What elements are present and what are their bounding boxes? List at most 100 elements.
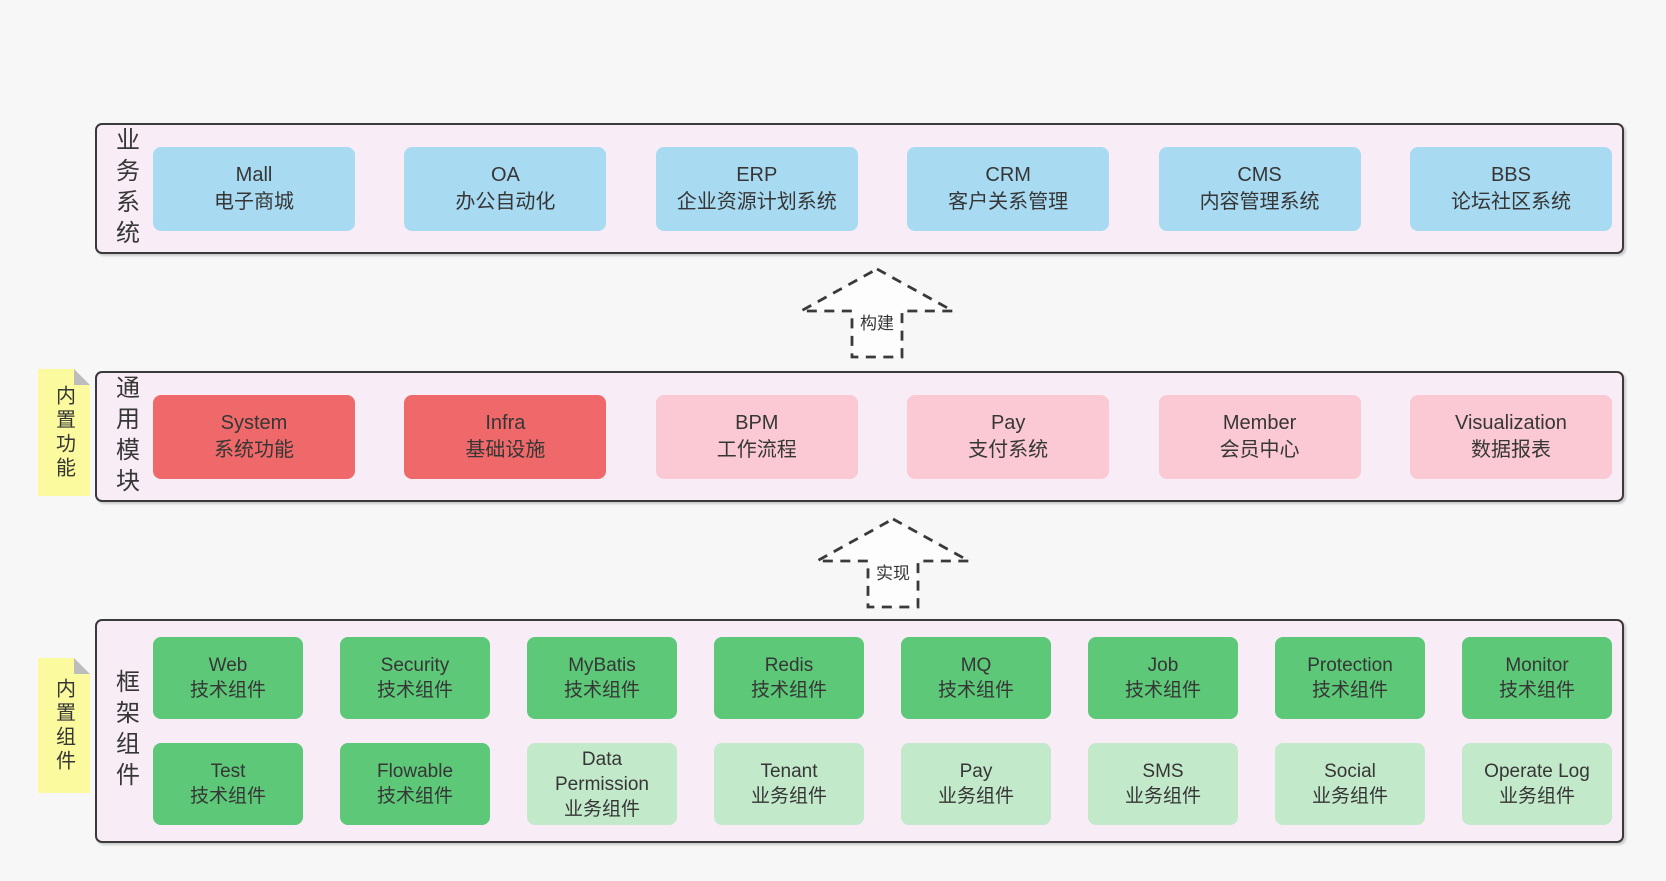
up-arrow-shape [800, 267, 954, 359]
arrow-label: 构建 [860, 314, 894, 333]
band-label-wrap: 通用模块 [97, 373, 153, 500]
box-label-en: ERP [736, 163, 778, 186]
band-label-wrap: 业务系统 [97, 125, 153, 252]
box-label-zh: 技术组件 [376, 786, 453, 807]
box-label-en: Visualization [1454, 411, 1567, 434]
box-label-zh: 业务组件 [750, 786, 827, 807]
band-rows: Web 技术组件 Security 技术组件 MyBatis 技术组件 Redi… [153, 621, 1622, 841]
box-operate-log: Operate Log 业务组件 [1462, 743, 1612, 825]
box-label-en: CRM [985, 163, 1031, 186]
box-label-en: Operate Log [1484, 761, 1590, 782]
box-label-zh: 工作流程 [716, 438, 797, 461]
box-bbs: BBS 论坛社区系统 [1409, 146, 1612, 231]
box-visualization: Visualization 数据报表 [1409, 394, 1612, 479]
box-label-zh: 技术组件 [1124, 680, 1201, 701]
box-label-en: Infra [485, 411, 526, 434]
arrow-implement: 实现 [811, 516, 975, 610]
box-pay: Pay 支付系统 [907, 394, 1110, 479]
box-label-zh: 业务组件 [1124, 786, 1201, 807]
framework-row-2: Test 技术组件 Flowable 技术组件 Data Permission … [153, 743, 1612, 825]
box-label-en: MQ [960, 655, 992, 676]
box-cms: CMS 内容管理系统 [1158, 146, 1361, 231]
box-label-zh: 论坛社区系统 [1450, 190, 1571, 213]
box-label-zh: 技术组件 [189, 680, 266, 701]
box-label-zh: 技术组件 [189, 786, 266, 807]
box-label-zh: 业务组件 [1498, 786, 1575, 807]
box-label-zh: 电子商城 [214, 190, 294, 213]
up-arrow-graphic: 构建 [800, 267, 954, 359]
box-social: Social 业务组件 [1275, 743, 1425, 825]
box-label-en: Data Permission [555, 748, 649, 795]
band-label: 业务系统 [111, 126, 139, 251]
box-label-zh: 内容管理系统 [1199, 190, 1320, 213]
band-business-systems: 业务系统 Mall 电子商城 OA 办公自动化 ERP 企业资源计划系统 CRM… [95, 123, 1624, 254]
box-label-en: OA [490, 163, 520, 186]
box-data-permission: Data Permission 业务组件 [527, 743, 677, 825]
box-label-zh: 基础设施 [465, 438, 546, 461]
box-label-en: Security [380, 655, 450, 676]
box-bpm: BPM 工作流程 [655, 394, 858, 479]
box-label-en: Monitor [1505, 655, 1569, 676]
box-tenant: Tenant 业务组件 [714, 743, 864, 825]
box-system: System 系统功能 [153, 394, 355, 479]
sticky-label: 内置功能 [52, 384, 75, 481]
box-label-en: Pay [959, 761, 993, 782]
box-pay-component: Pay 业务组件 [901, 743, 1051, 825]
box-label-zh: 技术组件 [563, 680, 640, 701]
band-framework-components: 框架组件 Web 技术组件 Security 技术组件 MyBatis 技术组件… [95, 619, 1624, 843]
box-label-zh: 业务组件 [937, 786, 1014, 807]
box-label-en: Web [208, 655, 248, 676]
box-security: Security 技术组件 [340, 637, 490, 719]
band-label: 框架组件 [111, 669, 139, 793]
box-label-zh: 技术组件 [1498, 680, 1575, 701]
box-mq: MQ 技术组件 [901, 637, 1051, 719]
band-label-wrap: 框架组件 [97, 621, 153, 841]
box-label-en: Pay [990, 411, 1026, 434]
box-label-en: Mall [235, 163, 273, 186]
box-protection: Protection 技术组件 [1275, 637, 1425, 719]
box-label-en: CMS [1237, 163, 1282, 186]
box-label-en: Social [1324, 761, 1376, 782]
box-mall: Mall 电子商城 [153, 146, 355, 231]
framework-row-1: Web 技术组件 Security 技术组件 MyBatis 技术组件 Redi… [153, 637, 1612, 719]
box-label-en: Redis [764, 655, 814, 676]
box-crm: CRM 客户关系管理 [907, 146, 1110, 231]
band-common-modules: 通用模块 System 系统功能 Infra 基础设施 BPM 工作流程 Pay… [95, 371, 1624, 502]
box-job: Job 技术组件 [1088, 637, 1238, 719]
box-label-en: SMS [1142, 761, 1184, 782]
box-test: Test 技术组件 [153, 743, 303, 825]
box-label-en: Member [1222, 411, 1297, 434]
box-label-zh: 客户关系管理 [948, 190, 1069, 213]
box-redis: Redis 技术组件 [714, 637, 864, 719]
box-label-en: Test [210, 761, 246, 782]
box-label-zh: 办公自动化 [455, 190, 556, 213]
sticky-built-in-features: 内置功能 [38, 369, 90, 496]
box-label-zh: 业务组件 [563, 798, 640, 820]
box-label-en: Job [1147, 655, 1179, 676]
box-infra: Infra 基础设施 [404, 394, 607, 479]
arrow-label: 实现 [876, 564, 910, 583]
box-label-zh: 业务组件 [1311, 786, 1388, 807]
box-label-zh: 支付系统 [968, 438, 1049, 461]
box-label-en: Tenant [760, 761, 818, 782]
up-arrow-graphic: 实现 [816, 517, 970, 609]
band-label: 通用模块 [111, 374, 139, 499]
box-label-zh: 技术组件 [750, 680, 827, 701]
box-mybatis: MyBatis 技术组件 [527, 637, 677, 719]
box-label-en: System [220, 411, 288, 434]
box-label-en: BPM [735, 411, 779, 434]
box-erp: ERP 企业资源计划系统 [655, 146, 858, 231]
up-arrow-shape [816, 517, 970, 609]
box-label-zh: 技术组件 [1311, 680, 1388, 701]
box-label-zh: 系统功能 [214, 438, 294, 461]
box-label-zh: 数据报表 [1470, 438, 1551, 461]
box-label-en: MyBatis [568, 655, 636, 676]
box-label-en: Flowable [376, 761, 454, 782]
band-boxes: System 系统功能 Infra 基础设施 BPM 工作流程 Pay 支付系统… [153, 373, 1622, 500]
box-label-zh: 会员中心 [1219, 438, 1300, 461]
box-label-en: Protection [1307, 655, 1393, 676]
arrow-build: 构建 [795, 266, 959, 360]
box-web: Web 技术组件 [153, 637, 303, 719]
box-sms: SMS 业务组件 [1088, 743, 1238, 825]
box-member: Member 会员中心 [1158, 394, 1361, 479]
